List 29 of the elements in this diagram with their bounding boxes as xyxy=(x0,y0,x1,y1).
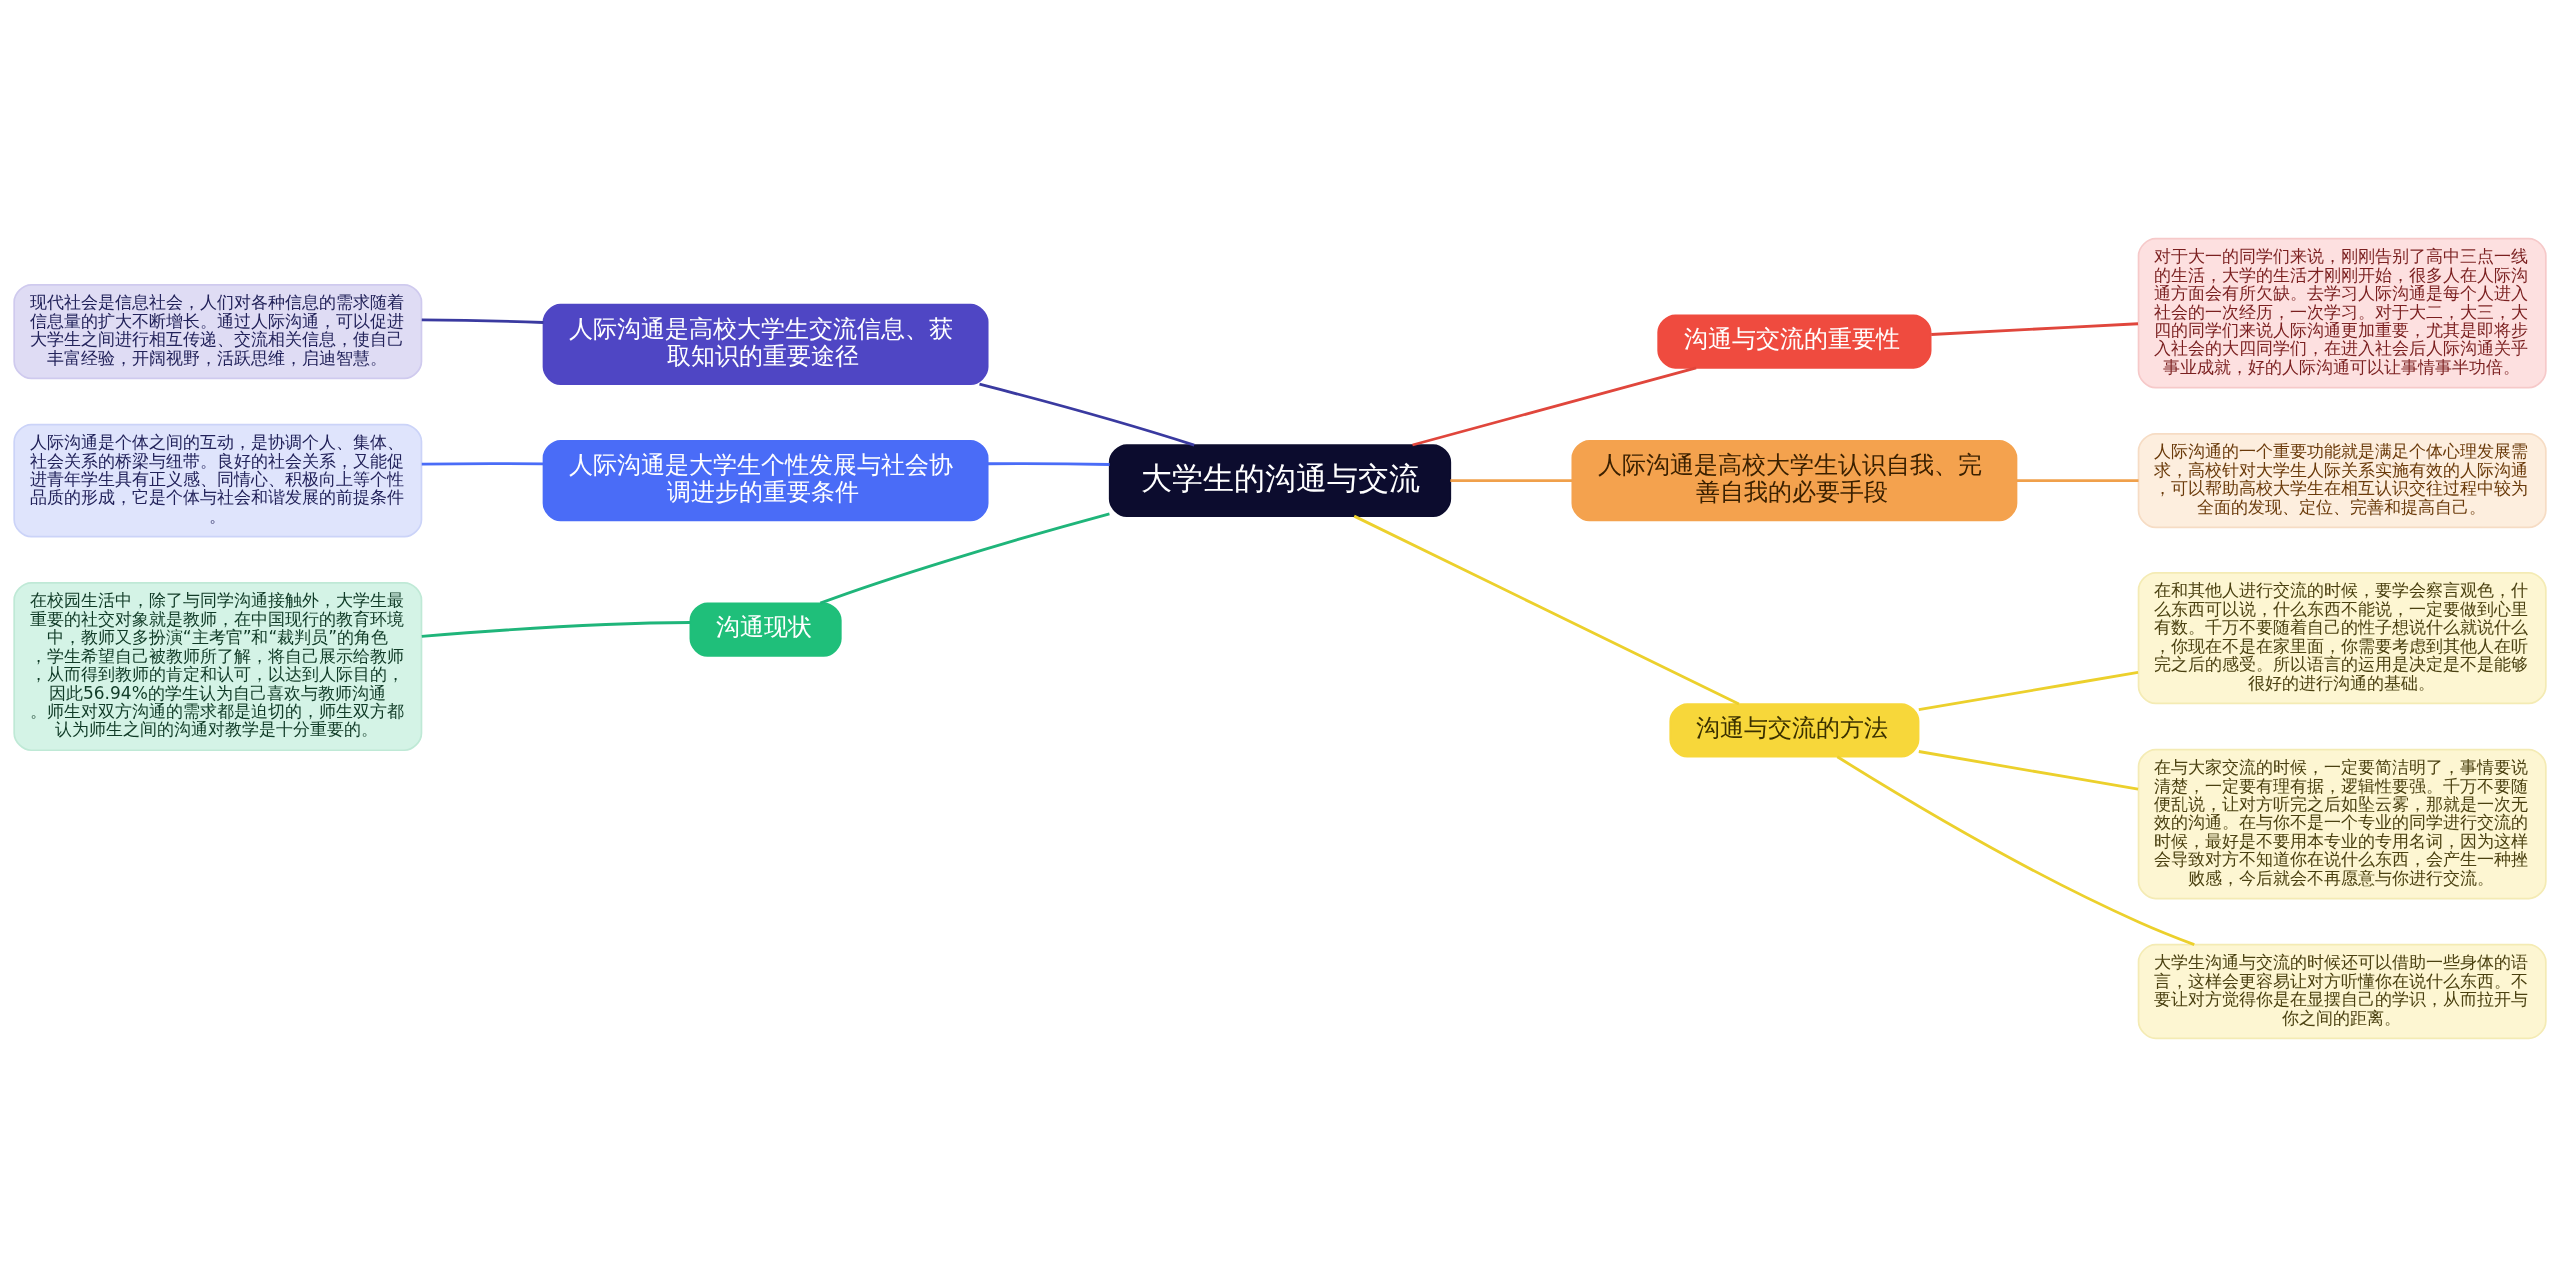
node-box: 沟通与交流的重要性 xyxy=(1657,314,1932,369)
connector xyxy=(987,462,1110,466)
node-box: 在和其他人进行交流的时候，要学会察言观色，什么东西可以说，什么东西不能说，一定要做到心里有数。千万不要随着自己的性子想说什么就说什么，你现在不是在家里面，你需要考虑到其他人在听完之后的感受。所以语言的运用是决定是不是能够很好的进行沟通的基础。 xyxy=(2137,572,2547,705)
node-box: 大学生沟通与交流的时候还可以借助一些身体的语言，这样会更容易让对方听懂你在说什么东西。不要让对方觉得你是在显摆自己的学识，从而拉开与你之间的距离。 xyxy=(2137,943,2547,1040)
node-box: 现代社会是信息社会，人们对各种信息的需求随着信息量的扩大不断增长。通过人际沟通，可以促进大学生之间进行相互传递、交流相关信息，使自己丰富经验，开阔视野，活跃思维，启迪智慧。 xyxy=(13,283,423,380)
node-box: 人际沟通是大学生个性发展与社会协调进步的重要条件 xyxy=(542,440,989,522)
node-box: 沟通与交流的方法 xyxy=(1669,703,1920,758)
node-box: 在与大家交流的时候，一定要简洁明了，事情要说清楚，一定要有理有据，逻辑性要强。千万不要随便乱说，让对方听完之后如坠云雾，那就是一次无效的沟通。在与你不是一个专业的同学进行交流的时候，最好是不要用本专业的专用名词，因为这样会导致对方不知道你在说什么东西，会产生一种挫败感，今后就会不再愿意与你进行交流。 xyxy=(2137,748,2547,900)
node-box: 对于大一的同学们来说，刚刚告别了高中三点一线的生活，大学的生活才刚刚开始，很多人在人际沟通方面会有所欠缺。去学习人际沟通是每个人进入社会的一次经历，一次学习。对于大二，大三，大四的同学们来说人际沟通更加重要，尤其是即将步入社会的大四同学们，在进入社会后人际沟通关乎事业成就，好的人际沟通可以让事情事半功倍。 xyxy=(2137,237,2547,389)
connector xyxy=(2016,479,2139,483)
node-box: 人际沟通是个体之间的互动，是协调个人、集体、社会关系的桥梁与纽带。良好的社会关系，又能促进青年学生具有正义感、同情心、积极向上等个性品质的形成，它是个体与社会和谐发展的前提条件。 xyxy=(13,423,423,538)
connector xyxy=(1450,479,1573,483)
node-box: 人际沟通的一个重要功能就是满足个体心理发展需求，高校针对大学生人际关系实施有效的人际沟通，可以帮助高校大学生在相互认识交往过程中较为全面的发现、定位、完善和提高自己。 xyxy=(2137,432,2547,529)
connector xyxy=(1918,671,2139,711)
connector xyxy=(421,318,544,324)
node-box: 在校园生活中，除了与同学沟通接触外，大学生最重要的社交对象就是教师，在中国现行的教育环境中，教师又多扮演“主考官”和“裁判员”的角色，学生希望自己被教师所了解，将自己展示给教师，从而得到教师的肯定和认可，以达到人际目的，因此56.94%的学生认为自己喜欢与教师沟通。师生对双方沟通的需求都是迫切的，师生双方都认为师生之间的沟通对教学是十分重要的。 xyxy=(13,581,423,752)
connector xyxy=(819,512,1110,605)
node-box: 人际沟通是高校大学生交流信息、获取知识的重要途径 xyxy=(542,303,989,385)
node-box: 沟通现状 xyxy=(689,602,842,657)
connector xyxy=(1918,750,2139,791)
connector xyxy=(1412,366,1697,447)
node-box: 大学生的沟通与交流 xyxy=(1108,444,1452,517)
connector xyxy=(1353,514,1740,706)
connector xyxy=(421,621,691,638)
connector xyxy=(979,382,1195,447)
connector xyxy=(421,462,544,466)
connector xyxy=(1836,755,2195,946)
connector xyxy=(1931,322,2139,336)
node-box: 人际沟通是高校大学生认识自我、完善自我的必要手段 xyxy=(1571,440,2018,522)
